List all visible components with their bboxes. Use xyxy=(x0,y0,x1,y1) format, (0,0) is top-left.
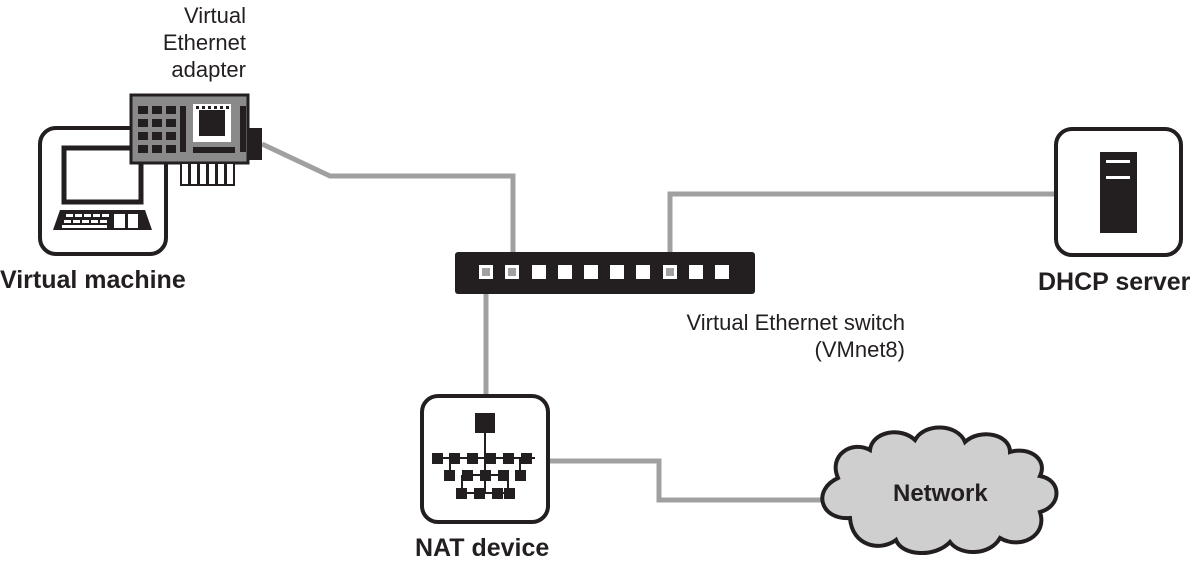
cloud-icon xyxy=(820,425,1059,556)
nat-device-node xyxy=(420,394,550,524)
network-label: Network xyxy=(893,480,988,507)
switch-label-line-2: (VMnet8) xyxy=(814,337,905,362)
virtual-adapter-label-line-2: Ethernet xyxy=(162,30,246,55)
dhcp-server-node xyxy=(1054,127,1183,257)
network-card-icon xyxy=(129,93,262,186)
switch-icon xyxy=(455,252,755,294)
nat-device-icon xyxy=(432,413,535,499)
virtual-adapter-label: Virtual Ethernet adapter xyxy=(140,2,246,83)
cable-switch-to-dhcp xyxy=(667,191,1056,272)
server-icon xyxy=(1100,152,1137,233)
virtual-machine-label: Virtual machine xyxy=(0,266,186,294)
virtual-adapter-label-line-3: adapter xyxy=(171,57,246,82)
cable-adapter-to-switch xyxy=(260,141,516,272)
virtual-adapter-label-line-1: Virtual xyxy=(184,3,246,28)
dhcp-server-label: DHCP server xyxy=(1038,268,1191,296)
nat-device-label: NAT device xyxy=(415,534,550,562)
switch-label-line-1: Virtual Ethernet switch xyxy=(686,310,905,335)
cable-nat-to-network xyxy=(550,458,825,503)
computer-icon xyxy=(53,145,152,230)
switch-label: Virtual Ethernet switch (VMnet8) xyxy=(600,309,905,363)
